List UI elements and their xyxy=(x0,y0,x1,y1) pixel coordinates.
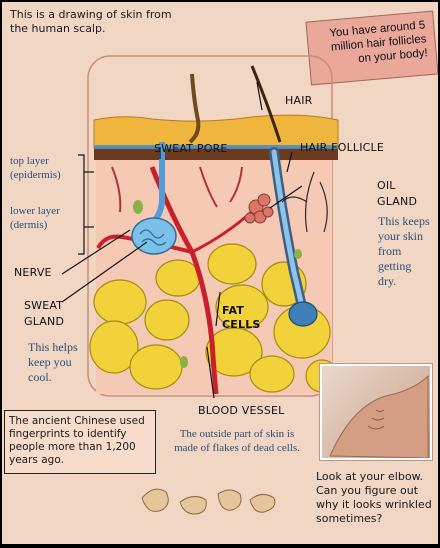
blood-vessel xyxy=(149,166,219,395)
fingerprint-callout: The ancient Chinese used fingerprints to… xyxy=(4,410,156,474)
label-sweat-gland: SWEAT GLAND xyxy=(24,299,65,328)
green-cell xyxy=(133,200,143,214)
epidermis-layer xyxy=(93,114,339,149)
label-sweat-pore: SWEAT PORE xyxy=(154,142,228,155)
caption-oil-gland: This keeps your skin from getting dry. xyxy=(378,214,430,288)
hair-shaft-left xyxy=(188,73,201,144)
hair-bulb xyxy=(288,301,318,327)
label-hair: HAIR xyxy=(285,94,313,107)
caption-sweat-gland: This helps keep you cool. xyxy=(28,340,78,384)
elbow-photo xyxy=(320,364,432,460)
label-blood-vessel: BLOOD VESSEL xyxy=(198,404,285,417)
oil-gland xyxy=(244,193,274,224)
intro-text: This is a drawing of skin from the human… xyxy=(10,8,172,35)
hair-shaft xyxy=(250,65,282,143)
caption-elbow: Look at your elbow. Can you figure out w… xyxy=(316,470,432,525)
label-nerve: NERVE xyxy=(14,266,52,279)
epidermis-edge xyxy=(94,145,338,149)
label-oil-gland: OIL GLAND xyxy=(377,179,418,208)
caption-dead-skin: The outside part of skin is made of flak… xyxy=(174,428,300,454)
label-fat-cells: FAT CELLS xyxy=(222,304,261,331)
label-hair-follicle: HAIR FOLLICLE xyxy=(300,141,385,154)
pointer-lines xyxy=(61,81,303,399)
label-top-layer: top layer (epidermis) xyxy=(10,155,61,181)
nerve-fibers xyxy=(281,171,328,233)
label-lower-layer: lower layer (dermis) xyxy=(10,205,60,231)
dead-skin-flakes xyxy=(141,488,276,515)
